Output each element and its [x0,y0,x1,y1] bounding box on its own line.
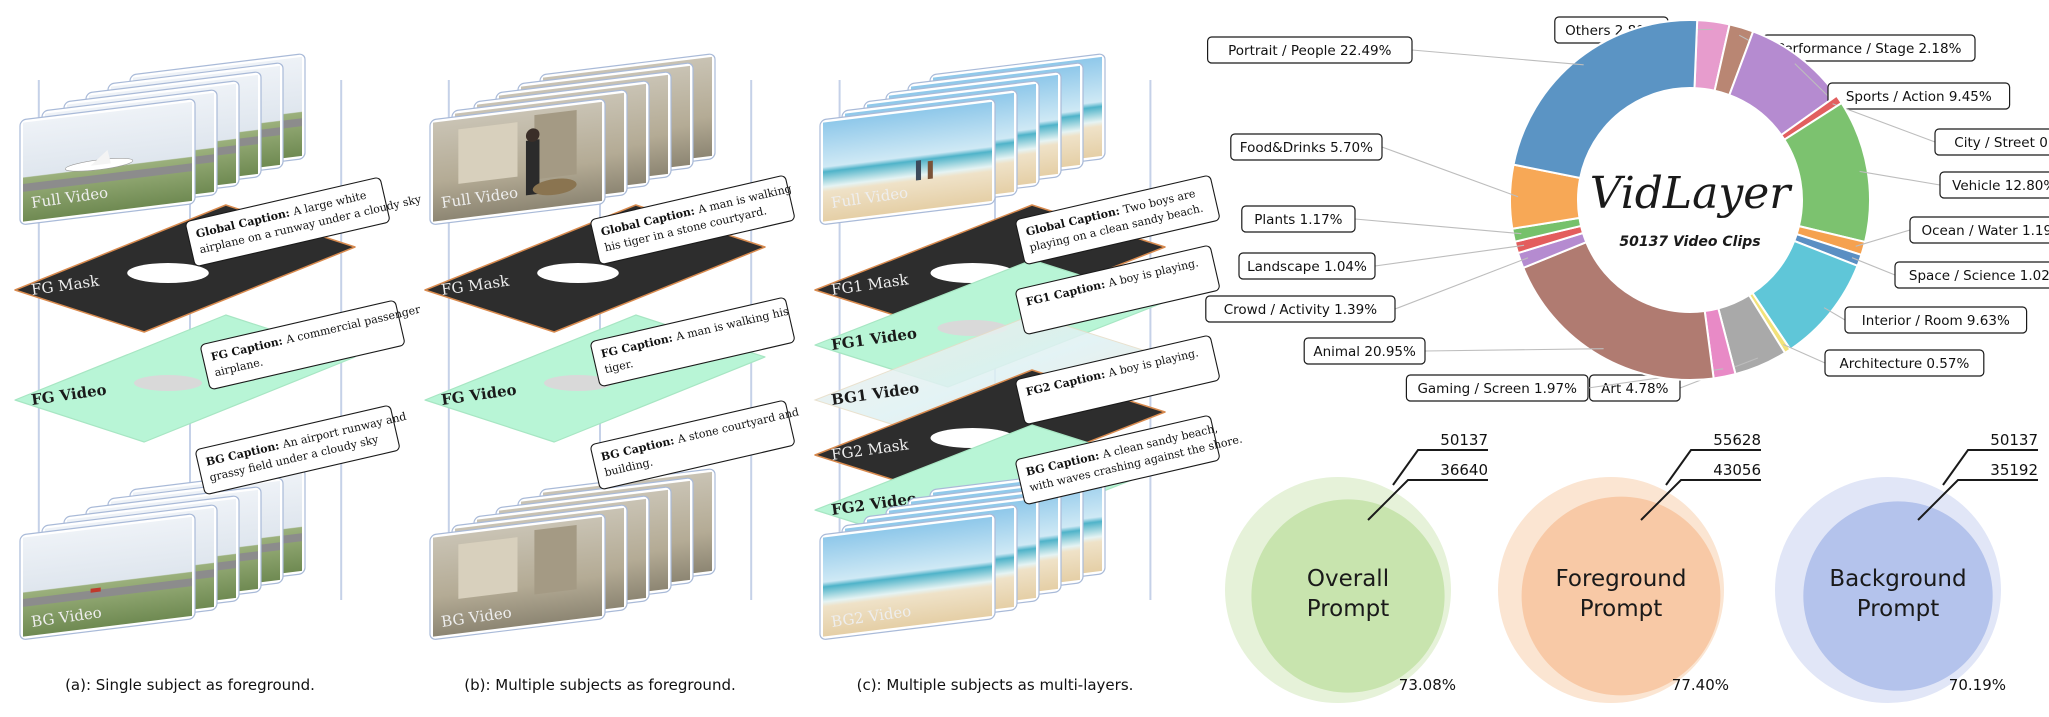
mask-silhouette [537,263,619,283]
circle-name: Prompt [1307,596,1390,622]
inner-circle [1251,499,1445,693]
circle-name: Foreground [1556,566,1687,592]
slice-label: Crowd / Activity 1.39% [1224,302,1378,318]
slice-label-box [1241,205,1356,233]
slice-label-box [1939,171,2049,199]
circle-name: Background [1829,566,1966,592]
caption-box: FG2 Caption: A boy is playing. [1015,335,1220,425]
slice-label: Architecture 0.57% [1839,356,1969,372]
inner-circle [1521,496,1721,696]
caption-text-line2: tiger. [603,357,634,376]
panel-subcaption: (b): Multiple subjects as foreground. [464,676,736,694]
video-frame [429,513,606,640]
video-frame [19,513,196,640]
callout-part [1640,479,1761,521]
leader-line [1794,63,1829,97]
donut-chart: Others 2.89%Performance / Stage 2.18%Spo… [1205,16,2049,402]
leader-line [1411,49,1584,66]
part-value: 43056 [1713,461,1761,479]
slice-label-box [1405,374,1589,402]
part-value: 36640 [1440,461,1488,479]
slice-label-box [1824,349,1985,377]
callout-total [1665,449,1761,486]
slice-label: Ocean / Water 1.19% [1921,223,2049,239]
slice-label: Plants 1.17% [1254,212,1342,228]
leader-line [1374,244,1525,267]
video-frame [819,513,996,640]
video-frame [19,98,196,225]
video-frame [819,98,996,225]
callout-total [1392,449,1488,486]
slice-label-box [1230,133,1383,161]
slice-label: Space / Science 1.02% [1909,268,2049,284]
callout-part [1917,479,2038,521]
video-frame [429,98,606,225]
circle-name: Overall [1307,566,1389,592]
slice-label-box [1206,36,1413,64]
circle-name: Prompt [1580,596,1663,622]
slice-label-box [1303,337,1426,365]
callout-part [1367,479,1488,521]
slice-label-box [1894,261,2049,289]
slice-label-box [1238,252,1376,280]
leader-line [1354,218,1522,235]
slice-label: Food&Drinks 5.70% [1240,140,1373,156]
leader-line [1851,257,1896,276]
slice-label-box [1827,82,2011,110]
percent-value: 73.08% [1399,676,1456,694]
slice-label-box [1844,306,2028,334]
slice-label-box [1934,128,2049,156]
slice-label: Landscape 1.04% [1247,259,1367,275]
leader-line [1394,257,1529,310]
slice-label: Portrait / People 22.49% [1228,43,1392,59]
slice-label: Sports / Action 9.45% [1846,89,1992,105]
leader-line [1381,146,1519,198]
panel-subcaption: (c): Multiple subjects as multi-layers. [857,676,1134,694]
donut-subtitle: 50137 Video Clips [1619,234,1760,250]
slice-label: Gaming / Screen 1.97% [1417,381,1577,397]
total-value: 55628 [1713,431,1761,449]
leader-line [1832,103,1936,143]
slice-label-box [1205,295,1396,323]
slice-label: Interior / Room 9.63% [1862,313,2010,329]
donut-slice [1512,19,1699,180]
part-value: 35192 [1990,461,2038,479]
leader-line [1823,307,1846,321]
slice-label-box [1909,216,2049,244]
slice-label: Vehicle 12.80% [1952,178,2049,194]
circle-name: Prompt [1857,596,1940,622]
fg-subject [134,375,202,391]
slice-label: Animal 20.95% [1313,344,1416,360]
leader-line [1424,348,1604,352]
slice-label: City / Street 0.79% [1954,135,2049,151]
percent-value: 77.40% [1672,676,1729,694]
caption-box: FG Caption: A commercial passengerairpla… [200,300,422,390]
mask-silhouette [127,263,209,283]
leader-line [1859,170,1941,186]
inner-circle [1803,501,1993,691]
slice-label: Art 4.78% [1601,381,1668,397]
slice-label: Performance / Stage 2.18% [1777,41,1962,57]
total-value: 50137 [1990,431,2038,449]
donut-slice [1521,240,1715,381]
total-value: 50137 [1440,431,1488,449]
panel-subcaption: (a): Single subject as foreground. [65,676,315,694]
donut-title: VidLayer [1590,168,1794,219]
leader-line [1783,343,1826,364]
callout-total [1942,449,2038,486]
fg-subject [544,375,612,391]
percent-value: 70.19% [1949,676,2006,694]
leader-line [1855,229,1911,247]
